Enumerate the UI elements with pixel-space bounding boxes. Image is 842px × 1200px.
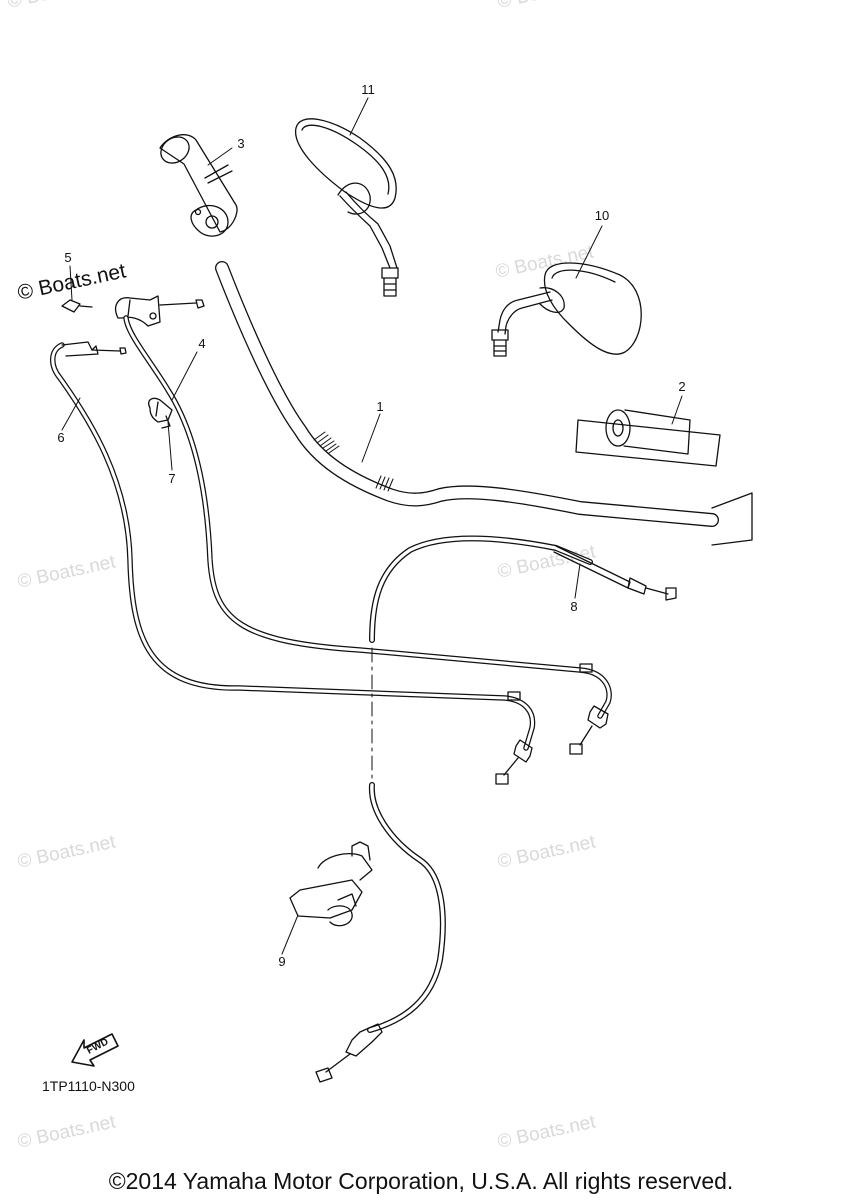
mirror-right: [491, 262, 642, 357]
copyright-footer: ©2014 Yamaha Motor Corporation, U.S.A. A…: [108, 1168, 734, 1194]
cable-bracket: [61, 295, 205, 355]
cable-holder: [289, 841, 373, 927]
left-grip: [159, 134, 238, 237]
part-number-2: 2: [678, 379, 686, 394]
part-number-4: 4: [198, 336, 206, 351]
part-number-6: 6: [57, 430, 65, 445]
part-number-5: 5: [64, 250, 72, 265]
handlebar: [215, 261, 753, 546]
part-number-9: 9: [278, 954, 286, 969]
part-number-11: 11: [361, 82, 375, 97]
part-number-3: 3: [237, 136, 245, 151]
clutch-cable-upper: [369, 535, 677, 643]
mirror-left: [295, 118, 399, 297]
part-number-1: 1: [376, 399, 384, 414]
throttle-cable-1: [50, 341, 536, 785]
part-number-7: 7: [168, 471, 176, 486]
cable-clamp: [148, 397, 173, 429]
clutch-cable-lower: [315, 782, 446, 1083]
throttle-cable-2: [123, 315, 612, 755]
diagram-code: 1TP1110-N300: [42, 1078, 135, 1094]
part-number-10: 10: [594, 208, 610, 223]
leader-lines: [61, 97, 683, 955]
part-number-8: 8: [570, 599, 578, 614]
right-grip-sleeve: [575, 409, 721, 467]
fwd-arrow-icon: [71, 1033, 119, 1067]
